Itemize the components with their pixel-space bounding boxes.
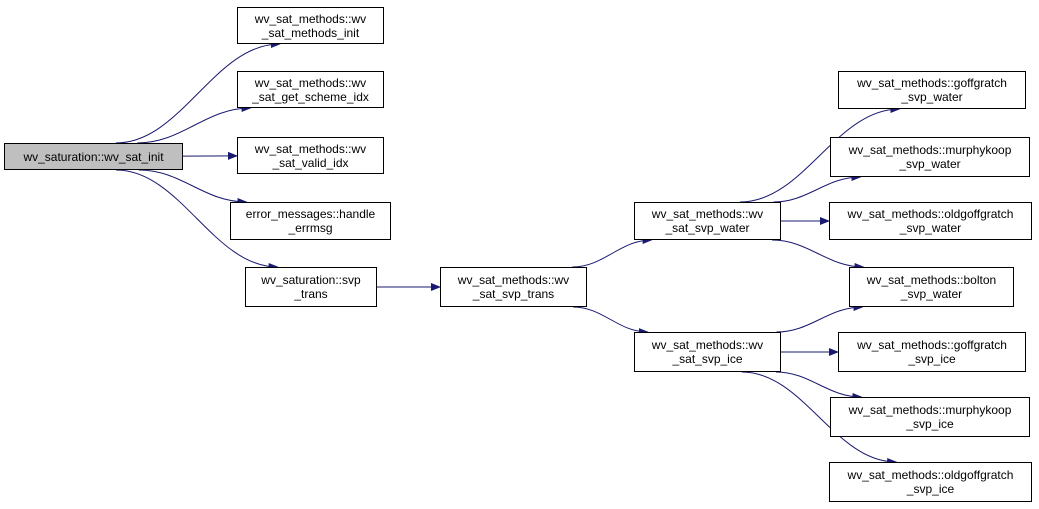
node-error-messages-handle-errmsg[interactable]: error_messages::handle_errmsg [230, 202, 391, 240]
edge-root-to-get_scheme_idx [137, 104, 252, 144]
edge-root-to-methods_init [115, 40, 281, 144]
node-goffgratch-svp-ice[interactable]: wv_sat_methods::goffgratch_svp_ice [838, 332, 1026, 372]
node-oldgoffgratch-svp-ice[interactable]: wv_sat_methods::oldgoffgratch_svp_ice [829, 462, 1032, 502]
node-goffgratch-svp-water[interactable]: wv_sat_methods::goffgratch_svp_water [838, 71, 1026, 109]
edge-svp_trans_methods-to-svp_water [572, 236, 653, 268]
edge-root-to-handle_errmsg [138, 169, 248, 206]
node-murphykoop-svp-water[interactable]: wv_sat_methods::murphykoop_svp_water [830, 137, 1030, 177]
edge-svp_ice-to-bolton_water [776, 303, 864, 333]
node-wv-sat-svp-water[interactable]: wv_sat_methods::wv_sat_svp_water [634, 202, 781, 240]
node-wv-sat-valid-idx[interactable]: wv_sat_methods::wv_sat_valid_idx [237, 137, 384, 174]
node-wv-sat-svp-ice[interactable]: wv_sat_methods::wv_sat_svp_ice [634, 332, 781, 372]
node-wv-saturation-wv-sat-init: wv_saturation::wv_sat_init [4, 143, 183, 170]
node-wv-sat-methods-init[interactable]: wv_sat_methods::wv_sat_methods_init [237, 7, 384, 44]
edge-svp_ice-to-oldgoffgratch_ice [741, 371, 898, 466]
edge-svp_water-to-murphykoop_water [773, 173, 862, 203]
node-bolton-svp-water[interactable]: wv_sat_methods::bolton_svp_water [849, 267, 1014, 307]
node-oldgoffgratch-svp-water[interactable]: wv_sat_methods::oldgoffgratch_svp_water [829, 202, 1032, 240]
edge-svp_water-to-goffgratch_water [740, 105, 901, 203]
edge-svp_trans_methods-to-svp_ice [573, 306, 649, 336]
node-wv-saturation-svp-trans[interactable]: wv_saturation::svp_trans [245, 267, 377, 307]
edge-svp_water-to-bolton_water [771, 239, 865, 271]
node-wv-sat-svp-trans[interactable]: wv_sat_methods::wv_sat_svp_trans [440, 267, 587, 307]
edge-root-to-svp_trans_sat [115, 169, 279, 271]
node-murphykoop-svp-ice[interactable]: wv_sat_methods::murphykoop_svp_ice [830, 397, 1030, 437]
edge-svp_ice-to-murphykoop_ice [775, 371, 863, 401]
node-wv-sat-get-scheme-idx[interactable]: wv_sat_methods::wv_sat_get_scheme_idx [237, 71, 384, 108]
